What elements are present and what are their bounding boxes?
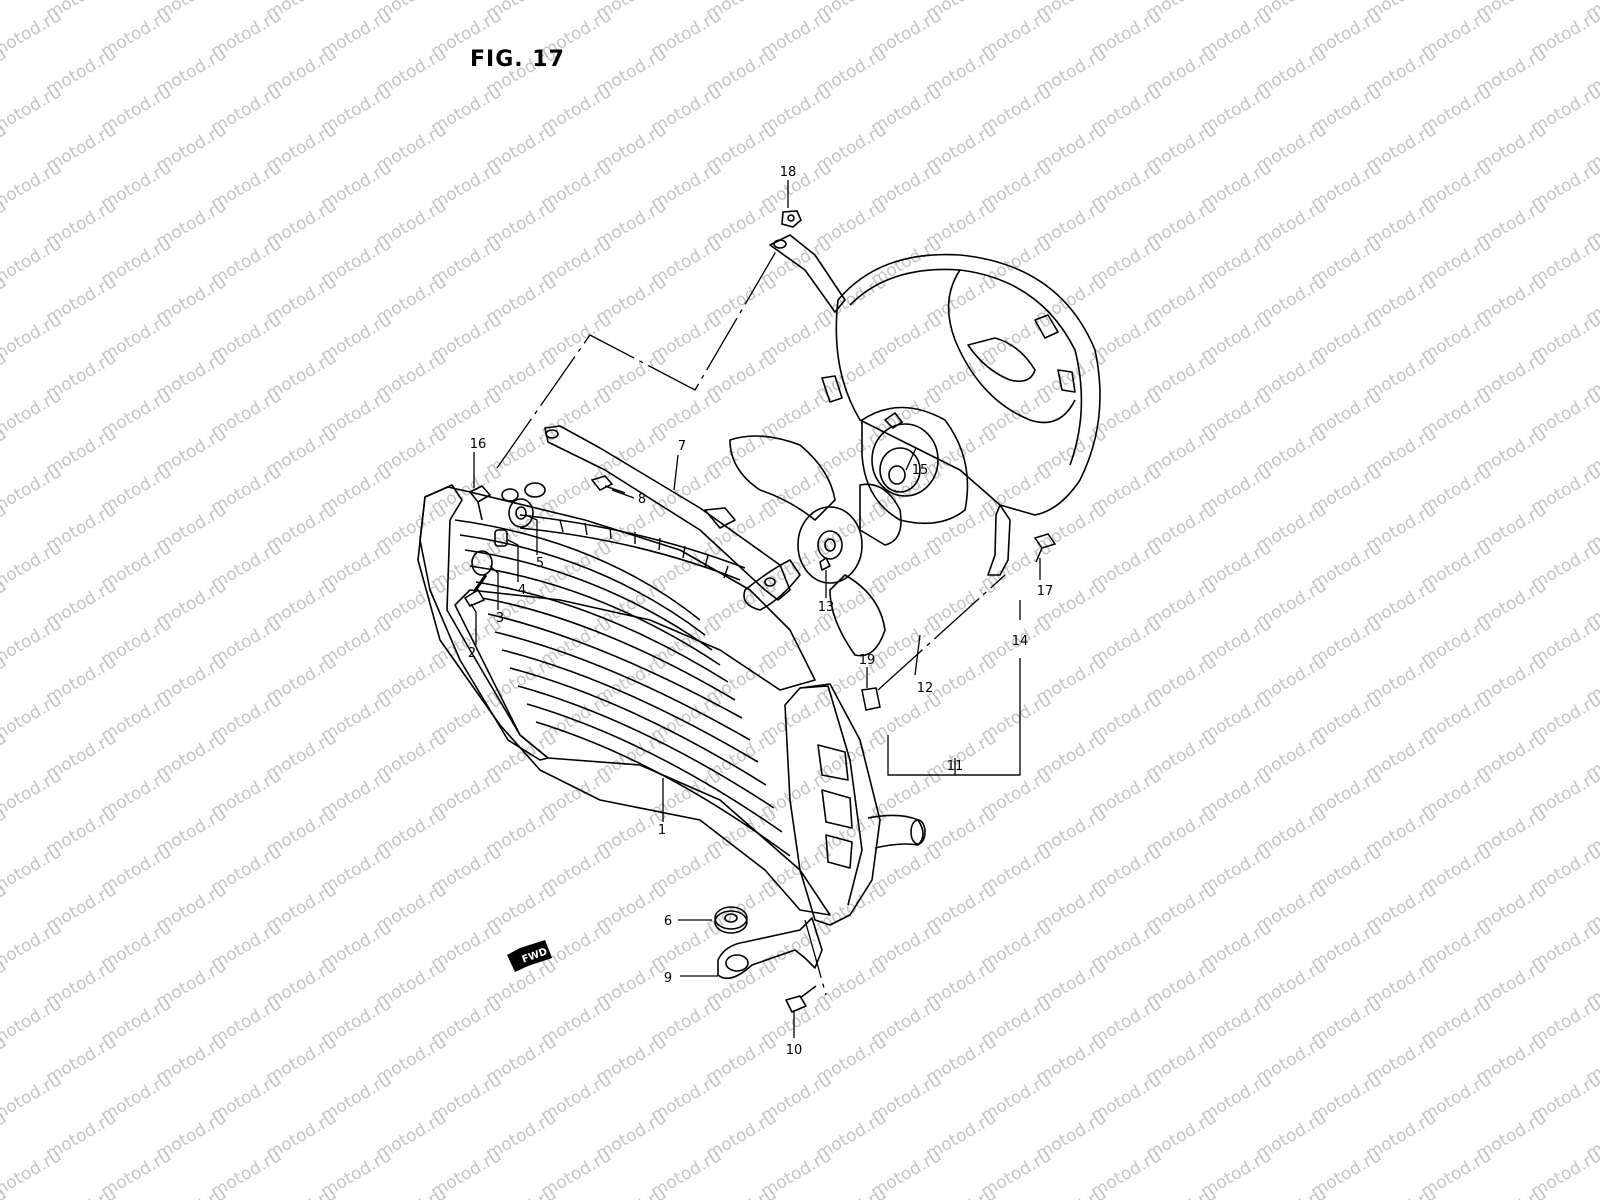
callout-13: 13 [818, 600, 835, 615]
watermark-text: motod.ru [0, 1070, 65, 1126]
callout-11: 11 [947, 759, 964, 774]
watermark-text: motod.ru [0, 310, 65, 366]
callout-5: 5 [536, 556, 544, 571]
watermark-text: motod.ru [0, 690, 65, 746]
watermark-text: motod.ru [923, 1184, 1001, 1200]
watermark-text: motod.ru [0, 82, 65, 138]
callout-2: 2 [468, 646, 476, 661]
callout-9: 9 [664, 971, 672, 986]
callout-14: 14 [1012, 634, 1029, 649]
watermark-text: motod.ru [153, 1184, 231, 1200]
watermark-text: motod.ru [703, 1184, 781, 1200]
watermark-text: motod.ru [1253, 1184, 1331, 1200]
watermark-text: motod.ru [1583, 1184, 1600, 1200]
watermark-text: motod.ru [43, 1184, 121, 1200]
clip-19 [862, 688, 880, 710]
callout-10: 10 [786, 1043, 803, 1058]
watermark-text: motod.ru [1143, 1184, 1221, 1200]
watermark-text: motod.ru [0, 386, 65, 442]
watermark-text: motod.ru [0, 766, 65, 822]
figure-title: FIG. 17 [470, 47, 565, 72]
watermark-text: motod.ru [0, 234, 65, 290]
callout-7: 7 [678, 439, 686, 454]
nut-18 [782, 211, 801, 227]
callout-19: 19 [859, 653, 876, 668]
watermark-text: motod.ru [0, 538, 65, 594]
watermark-text: motod.ru [373, 1184, 451, 1200]
watermark-text: motod.ru [0, 0, 10, 24]
callout-8: 8 [638, 492, 646, 507]
watermark-text: motod.ru [0, 614, 65, 670]
watermark-text: motod.ru [1473, 1184, 1551, 1200]
watermark-text: motod.ru [0, 462, 65, 518]
watermark-text: motod.ru [483, 1184, 561, 1200]
watermark-text: motod.ru [0, 6, 65, 62]
watermark-text: motod.ru [813, 1184, 891, 1200]
callout-12: 12 [917, 681, 934, 696]
callout-4: 4 [518, 583, 526, 598]
callout-18: 18 [780, 165, 797, 180]
callout-1: 1 [658, 823, 666, 838]
watermark-text: motod.ru [263, 1184, 341, 1200]
watermark-text: motod.ru [0, 1146, 65, 1200]
callout-16: 16 [470, 437, 487, 452]
callout-3: 3 [496, 611, 504, 626]
callout-17: 17 [1037, 584, 1054, 599]
callout-15: 15 [912, 463, 929, 478]
watermark-text: motod.ru [0, 842, 65, 898]
watermark-text: motod.ru [593, 1184, 671, 1200]
watermark-text: motod.ru [1033, 1184, 1111, 1200]
callout-6: 6 [664, 914, 672, 929]
watermark-text: motod.ru [0, 158, 65, 214]
watermark-text: motod.ru [0, 994, 65, 1050]
watermark-text: motod.ru [1363, 1184, 1441, 1200]
watermark-text: motod.ru [0, 918, 65, 974]
